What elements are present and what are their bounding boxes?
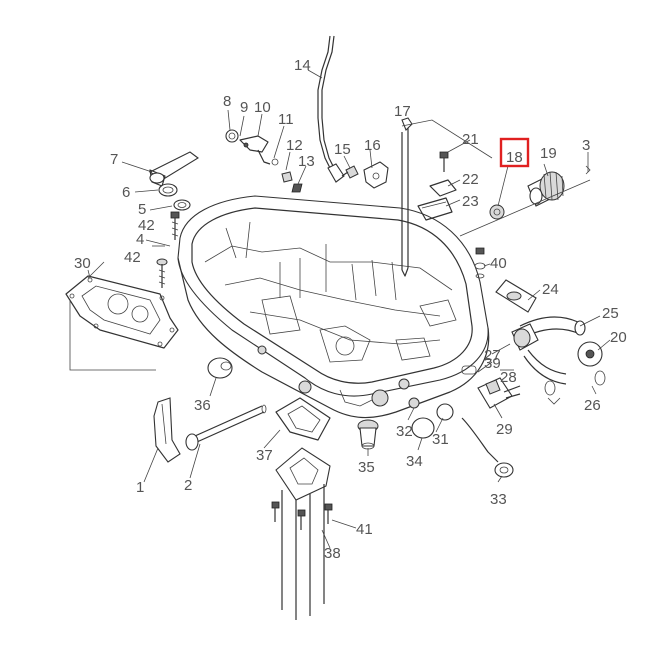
callout-33: 33	[490, 491, 507, 508]
clip-11	[271, 158, 279, 166]
bolt-42-upper	[170, 211, 180, 240]
link-10	[225, 129, 271, 165]
callout-labels: 1 2 3 4 5 6 7 8 9 10 11 12 13 14 15 16 1…	[74, 57, 627, 562]
callout-41: 41	[356, 521, 373, 538]
callout-7: 7	[110, 151, 118, 168]
bracket-16	[363, 161, 389, 189]
oring-39	[461, 365, 477, 375]
handle-1	[153, 397, 181, 463]
callout-12: 12	[286, 137, 303, 154]
grommet-5	[173, 199, 191, 211]
callout-15: 15	[334, 141, 351, 158]
cap-34	[411, 417, 435, 439]
callout-5: 5	[138, 201, 146, 218]
callout-8: 8	[223, 93, 231, 110]
bolt-21	[439, 151, 449, 172]
callout-4: 4	[136, 231, 144, 248]
drain-plug-35	[357, 419, 379, 450]
callout-9: 9	[240, 99, 248, 116]
callout-6: 6	[122, 184, 130, 201]
cap-20	[577, 341, 603, 367]
plate-23	[417, 197, 453, 221]
callout-14: 14	[294, 57, 311, 74]
callout-35: 35	[358, 459, 375, 476]
plug-32	[408, 397, 420, 409]
nut-12	[281, 171, 293, 183]
callout-3: 3	[582, 137, 590, 154]
callout-21: 21	[462, 131, 479, 148]
bracket-30	[69, 300, 156, 371]
clamp-26	[544, 370, 606, 396]
callout-34: 34	[406, 453, 423, 470]
callout-22: 22	[462, 171, 479, 188]
grommet-36	[207, 357, 233, 379]
connector-29	[477, 377, 521, 409]
callout-20: 20	[610, 329, 627, 346]
callout-39: 39	[484, 355, 501, 372]
bushing-6	[158, 183, 178, 197]
callout-2: 2	[184, 477, 192, 494]
bolt-15	[341, 165, 359, 179]
callout-36: 36	[194, 397, 211, 414]
callout-18: 18	[506, 149, 523, 166]
plug-33	[461, 417, 514, 478]
shaft-2	[185, 404, 267, 451]
callout-25: 25	[602, 305, 619, 322]
gear-19	[527, 171, 565, 207]
callout-28: 28	[500, 369, 517, 386]
callout-13: 13	[298, 153, 315, 170]
callout-24: 24	[542, 281, 559, 298]
callout-27: 27	[484, 347, 501, 364]
callout-32: 32	[396, 423, 413, 440]
callout-31: 31	[432, 431, 449, 448]
callout-42-upper: 42	[138, 217, 155, 234]
callout-42-lower: 42	[124, 249, 141, 266]
callout-17: 17	[394, 103, 411, 120]
bottom-cowling	[177, 195, 490, 419]
lever-7	[148, 151, 199, 187]
callout-16: 16	[364, 137, 381, 154]
callout-37: 37	[256, 447, 273, 464]
callout-30: 30	[74, 255, 91, 272]
plug-31	[436, 403, 454, 421]
callout-23: 23	[462, 193, 479, 210]
pin-13	[291, 183, 303, 193]
gasket-37	[275, 397, 331, 441]
fitting-27	[511, 323, 567, 385]
leader-lines	[87, 69, 611, 549]
gasket-30	[65, 275, 179, 349]
grommet-24	[495, 279, 537, 313]
pipe-38	[275, 447, 331, 620]
callout-38: 38	[324, 545, 341, 562]
callout-19: 19	[540, 145, 557, 162]
callout-40: 40	[490, 255, 507, 272]
callout-29: 29	[496, 421, 513, 438]
rod-14	[317, 35, 345, 183]
highlight-box-18	[499, 137, 530, 168]
bolt-42-lower	[156, 258, 168, 288]
callout-11: 11	[278, 111, 294, 128]
plate-22	[429, 179, 457, 197]
callout-26: 26	[584, 397, 601, 414]
sleeve-18	[489, 204, 505, 220]
callout-10: 10	[254, 99, 271, 116]
bolts-41	[271, 501, 333, 530]
callout-1: 1	[136, 479, 144, 496]
rod-17	[401, 117, 413, 277]
